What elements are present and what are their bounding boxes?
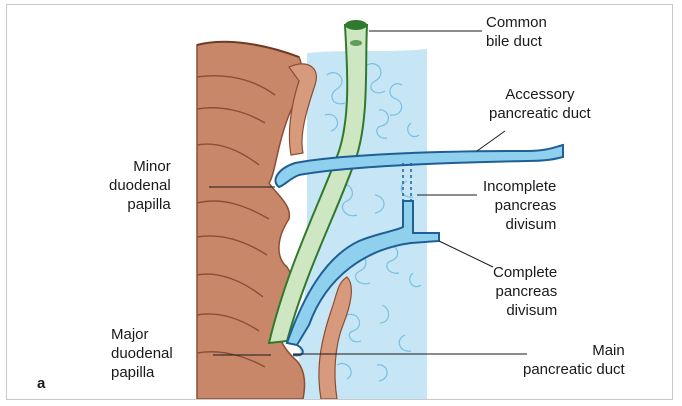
figure-frame: Common bile duct Accessory pancreatic du…	[6, 4, 673, 400]
label-minor-duodenal-papilla: Minor duodenal papilla	[109, 157, 171, 214]
duodenum-wall	[197, 42, 305, 399]
label-main-pancreatic-duct: Main pancreatic duct	[523, 341, 625, 379]
label-complete-pancreas-divisum: Complete pancreas divisum	[493, 263, 557, 320]
bile-duct-opening	[345, 20, 367, 30]
label-incomplete-pancreas-divisum: Incomplete pancreas divisum	[483, 177, 556, 234]
label-major-duodenal-papilla: Major duodenal papilla	[111, 325, 173, 382]
label-common-bile-duct: Common bile duct	[486, 13, 547, 51]
label-accessory-pancreatic-duct: Accessory pancreatic duct	[489, 85, 591, 123]
anatomy-illustration	[7, 5, 672, 399]
panel-label: a	[37, 375, 45, 392]
